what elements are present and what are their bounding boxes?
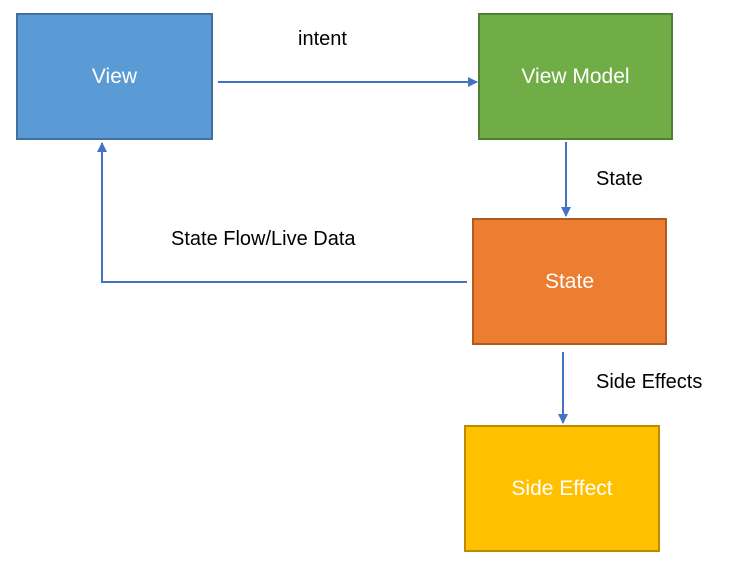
edge-state-flow-arrow [97, 142, 467, 283]
view-model-node-label: View Model [521, 64, 630, 88]
state-node: State [472, 218, 667, 345]
edge-state-flow-label: State Flow/Live Data [171, 228, 356, 250]
edge-side-effects-label: Side Effects [596, 371, 703, 393]
side-effect-node-label: Side Effect [511, 476, 613, 500]
view-node-label: View [91, 64, 138, 88]
view-model-node: View Model [478, 13, 673, 140]
side-effect-node: Side Effect [464, 425, 660, 552]
edge-intent-label: intent [298, 28, 347, 50]
edge-state-label: State [596, 168, 643, 190]
state-node-label: State [544, 269, 595, 293]
view-node: View [16, 13, 213, 140]
